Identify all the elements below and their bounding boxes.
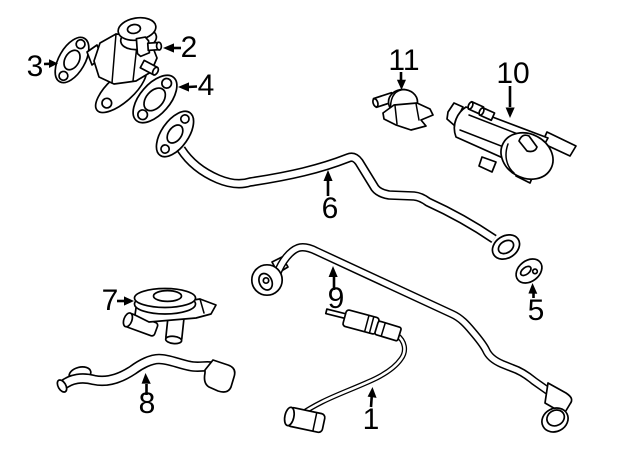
egr-valve-vacuum-nipple xyxy=(135,36,163,58)
part-9-vacuum-pipe[interactable] xyxy=(250,243,573,436)
part-5-gasket[interactable] xyxy=(511,254,546,288)
part-6-egr-pipe[interactable] xyxy=(149,105,524,264)
part-1-oxygen-sensor[interactable] xyxy=(283,308,408,434)
callout-number-9: 9 xyxy=(328,282,345,315)
callout-8[interactable]: 8 xyxy=(139,373,156,420)
callout-number-2: 2 xyxy=(181,31,198,64)
callout-number-4: 4 xyxy=(198,69,215,102)
callout-3[interactable]: 3 xyxy=(27,50,58,83)
callout-number-10: 10 xyxy=(496,57,529,90)
part-4-egr-pipe-gasket[interactable] xyxy=(125,68,185,131)
callout-number-7: 7 xyxy=(102,284,119,317)
callout-5[interactable]: 5 xyxy=(528,283,545,327)
part-7-valve[interactable] xyxy=(122,287,217,345)
callout-number-3: 3 xyxy=(27,50,44,83)
callout-number-6: 6 xyxy=(322,192,339,225)
callout-number-11: 11 xyxy=(388,44,419,77)
callout-4[interactable]: 4 xyxy=(178,69,214,102)
callout-number-5: 5 xyxy=(528,294,545,327)
part-8-hose[interactable] xyxy=(55,353,236,394)
part-2-egr-valve[interactable] xyxy=(86,15,163,120)
egr-pipe-flange xyxy=(155,110,195,158)
callout-number-8: 8 xyxy=(139,387,156,420)
callout-7[interactable]: 7 xyxy=(102,284,134,317)
callout-6[interactable]: 6 xyxy=(322,170,339,225)
callout-11[interactable]: 11 xyxy=(388,44,420,90)
vacuum-pipe-grommet xyxy=(250,263,284,297)
oxygen-sensor-connector xyxy=(283,406,326,434)
callout-9[interactable]: 9 xyxy=(328,266,345,315)
part-11-check-valve[interactable] xyxy=(372,88,434,131)
callout-number-1: 1 xyxy=(363,403,380,436)
egr-pipe-end-ring xyxy=(491,234,521,260)
vacuum-pipe-end-cap xyxy=(541,407,569,433)
part-10-vacuum-tank[interactable] xyxy=(446,100,577,188)
callout-2[interactable]: 2 xyxy=(163,31,197,64)
part-3-egr-valve-gasket[interactable] xyxy=(48,32,96,88)
callout-1[interactable]: 1 xyxy=(363,387,380,436)
callout-10[interactable]: 10 xyxy=(496,57,530,118)
